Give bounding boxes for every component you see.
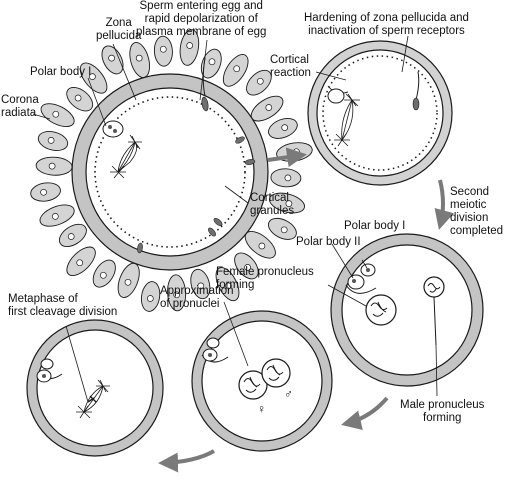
corona-cell-nucleus — [124, 278, 132, 286]
corona-cell-nucleus — [265, 104, 273, 111]
stage-2-egg — [307, 40, 453, 186]
polar-body-1-stage-1 — [102, 120, 124, 138]
polar-body-stage-5-b — [40, 358, 54, 370]
corona-cell-nucleus — [99, 271, 107, 279]
label-cortical-reaction: Cortical reaction — [270, 54, 311, 79]
corona-cell-nucleus — [197, 282, 205, 290]
label-male-pronucleus: Male pronucleus forming — [400, 399, 485, 424]
corona-cell-nucleus — [76, 259, 84, 267]
spindle-stage-2 — [334, 93, 360, 147]
corona-cell-nucleus — [135, 54, 143, 62]
label-approximation: Approximation of pronuclei — [160, 285, 234, 310]
stage-5-egg — [26, 319, 164, 457]
egg-membrane-stage-2 — [316, 49, 444, 177]
corona-cell-nucleus — [47, 137, 55, 144]
corona-cell-nucleus — [67, 233, 75, 240]
label-polar-body-1-mid: Polar body I — [344, 220, 406, 232]
egg-membrane-stage-5 — [36, 329, 154, 447]
corona-cell-nucleus — [256, 77, 264, 85]
corona-cell-nucleus — [225, 282, 232, 290]
label-female-pronucleus: Female pronucleus forming — [216, 266, 314, 291]
label-zona-pellucida: Zona pellucida — [96, 17, 142, 42]
corona-cell-nucleus — [173, 291, 181, 299]
corona-cell-nucleus — [208, 58, 216, 66]
leader-lines — [32, 35, 438, 403]
polar-body-stage-4-b — [206, 337, 220, 349]
male-pronucleus-stage-4 — [261, 358, 291, 388]
corona-cell-nucleus — [108, 54, 115, 62]
label-cortical-granules: Cortical granules — [250, 192, 295, 217]
corona-cell-nucleus — [244, 264, 251, 271]
label-sperm-entering: Sperm entering egg and rapid depolarizat… — [136, 0, 267, 38]
corona-cell-nucleus — [233, 65, 241, 73]
egg-plasma-membrane — [85, 87, 255, 257]
cleavage-spindle-stage-5 — [76, 379, 110, 419]
label-polar-body-1-top: Polar body I — [30, 66, 92, 78]
corona-cell-nucleus — [186, 42, 194, 49]
stage-1-egg — [30, 29, 313, 312]
corona-cell-nucleus — [51, 213, 59, 220]
cortical-granules-stage-2 — [322, 55, 438, 171]
label-corona-radiata: Corona radiata — [1, 94, 39, 119]
corona-cell-nucleus — [159, 45, 167, 53]
egg-membrane-stage-3 — [341, 244, 473, 376]
corona-cell-nucleus — [89, 73, 96, 80]
arrow-stage-1-to-2 — [267, 147, 307, 168]
stage-3-egg — [330, 233, 484, 387]
female-symbol: ♀ — [257, 402, 266, 416]
cortical-granules-layer — [94, 96, 246, 248]
female-pronucleus-stage-3 — [365, 294, 397, 326]
corona-cell-nucleus — [258, 242, 266, 250]
corona-cell-nucleus — [281, 124, 289, 131]
label-hardening: Hardening of zona pellucida and inactiva… — [304, 12, 469, 37]
polar-body-1-stage-2 — [327, 88, 345, 104]
corona-cell-nucleus — [285, 200, 293, 207]
corona-cell-nucleus — [52, 110, 60, 118]
sperm-inside-stage-2 — [412, 71, 420, 111]
arrow-stage-3-to-4 — [341, 396, 389, 430]
corona-cell-nucleus — [146, 295, 154, 302]
corona-cell-nucleus — [280, 226, 288, 234]
arrow-stage-4-to-5 — [158, 449, 216, 473]
female-pronucleus-stage-4 — [238, 370, 268, 400]
meiotic-spindle-stage-1 — [110, 134, 142, 179]
label-metaphase: Metaphase of first cleavage division — [8, 293, 118, 318]
other-sperm-stage-1 — [137, 136, 256, 254]
arrow-stage-2-to-3 — [434, 179, 454, 230]
corona-cell-nucleus — [48, 162, 56, 170]
corona-cell-nucleus — [40, 188, 47, 196]
male-symbol: ♂ — [284, 387, 293, 401]
corona-cell-nucleus — [74, 94, 82, 102]
polar-body-2-stage-3 — [347, 274, 365, 290]
corona-cell-nucleus — [284, 174, 292, 182]
male-pronucleus-stage-3 — [423, 276, 445, 298]
stage-4-egg — [191, 310, 333, 452]
label-polar-body-2: Polar body II — [296, 236, 361, 248]
label-second-meiotic: Second meiotic division completed — [450, 186, 504, 237]
